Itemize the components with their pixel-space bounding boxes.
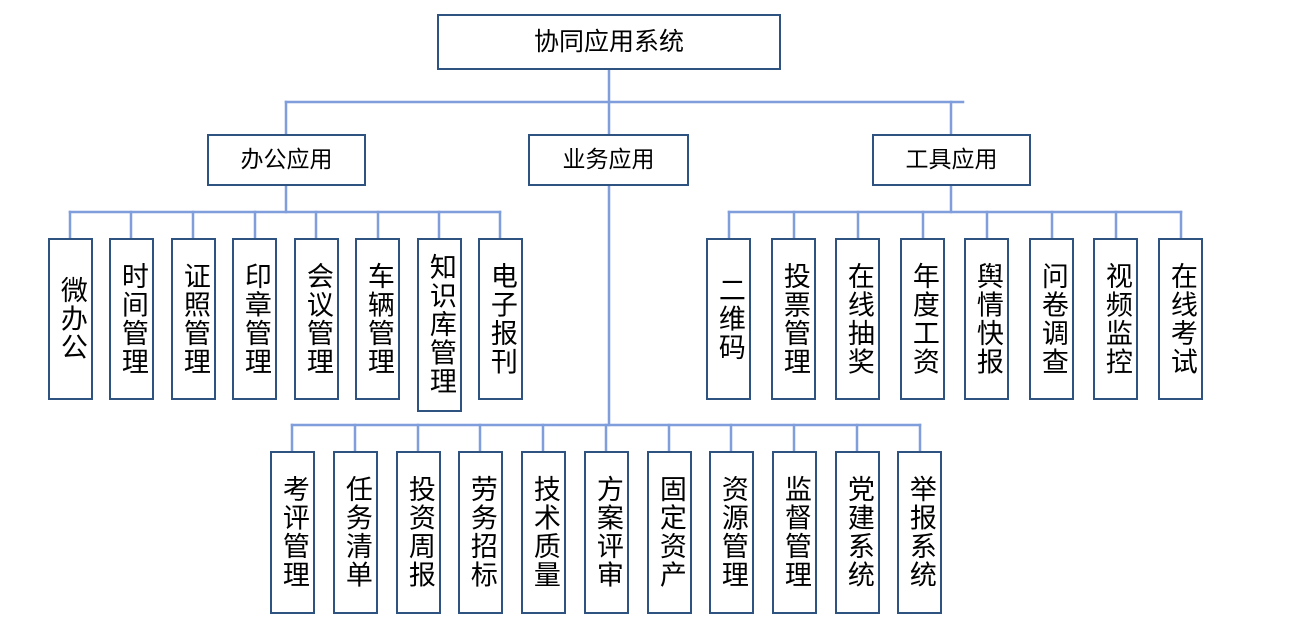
node-business-item-3[interactable]: 投资周报 [396,451,441,614]
node-tools-item-7[interactable]: 视频监控 [1093,238,1138,400]
node-office-item-8[interactable]: 电子报刊 [478,238,523,400]
node-tools-item-1[interactable]: 二维码 [706,238,751,400]
node-business-item-9[interactable]: 监督管理 [772,451,817,614]
node-office-item-7[interactable]: 知识库管理 [417,238,462,412]
node-office-item-4[interactable]: 印章管理 [232,238,277,400]
node-business-item-2[interactable]: 任务清单 [333,451,378,614]
node-office-item-3[interactable]: 证照管理 [171,238,216,400]
node-office-item-5[interactable]: 会议管理 [294,238,339,400]
node-business-item-10[interactable]: 党建系统 [835,451,880,614]
node-business-item-8[interactable]: 资源管理 [709,451,754,614]
node-tools-item-2[interactable]: 投票管理 [771,238,816,400]
node-root-collaborative-application-system[interactable]: 协同应用系统 [437,14,781,70]
node-tools-item-8[interactable]: 在线考试 [1158,238,1203,400]
node-category-office[interactable]: 办公应用 [207,134,366,186]
node-category-business[interactable]: 业务应用 [528,134,689,186]
node-business-item-4[interactable]: 劳务招标 [458,451,503,614]
node-office-item-2[interactable]: 时间管理 [109,238,154,400]
node-business-item-7[interactable]: 固定资产 [647,451,692,614]
node-business-item-5[interactable]: 技术质量 [521,451,566,614]
node-business-item-11[interactable]: 举报系统 [897,451,942,614]
node-office-item-1[interactable]: 微办公 [48,238,93,400]
node-tools-item-4[interactable]: 年度工资 [900,238,945,400]
node-office-item-6[interactable]: 车辆管理 [355,238,400,400]
node-category-tools[interactable]: 工具应用 [872,134,1031,186]
node-tools-item-5[interactable]: 舆情快报 [964,238,1009,400]
node-tools-item-3[interactable]: 在线抽奖 [835,238,880,400]
node-business-item-1[interactable]: 考评管理 [270,451,315,614]
node-tools-item-6[interactable]: 问卷调查 [1029,238,1074,400]
node-business-item-6[interactable]: 方案评审 [584,451,629,614]
